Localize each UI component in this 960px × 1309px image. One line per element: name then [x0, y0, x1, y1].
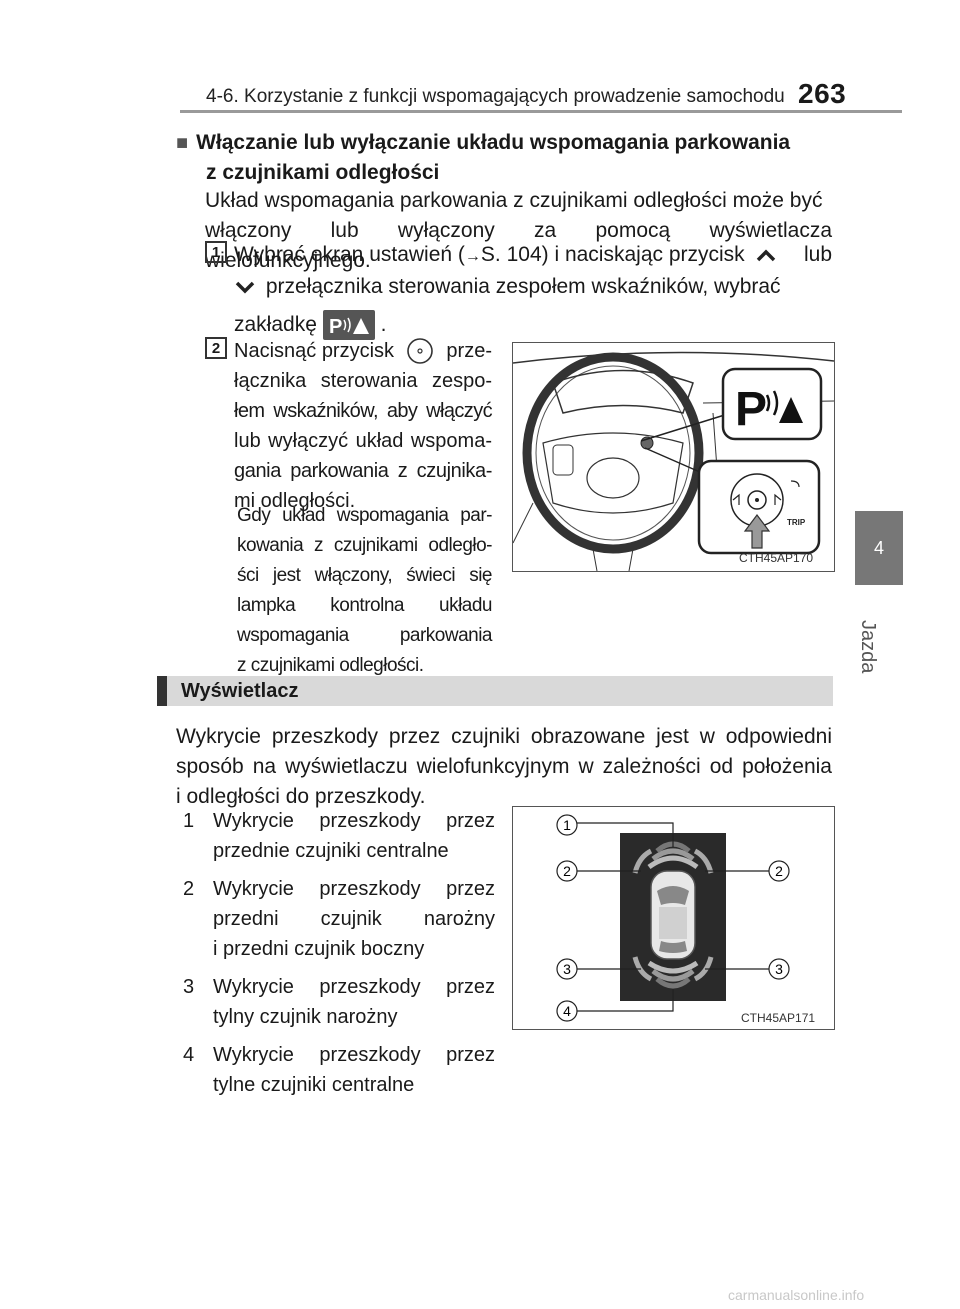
step-2-note: Gdy układ wspomagania par- kowania z czu… — [237, 505, 493, 676]
svg-text:4: 4 — [563, 1003, 571, 1019]
trip-label: TRIP — [787, 518, 806, 527]
chevron-up-icon — [756, 249, 775, 262]
figure1-p-label: P — [735, 383, 767, 436]
header-rule — [180, 110, 902, 113]
step-1-marker: 1 — [205, 241, 227, 263]
display-list: 1 Wykrycie przeszkody przez przednie czu… — [183, 806, 495, 1100]
callout-1: 1 — [556, 814, 578, 836]
chapter-tab: 4 — [855, 511, 903, 585]
section-heading-display: Wyświetlacz — [157, 676, 833, 706]
callout-4: 4 — [556, 1000, 578, 1022]
chapter-number: 4 — [873, 537, 884, 558]
running-header: 4-6. Korzystanie z funkcji wspomagającyc… — [206, 86, 785, 107]
watermark: carmanualsonline.info — [728, 1287, 865, 1303]
callout-2-left: 2 — [556, 860, 578, 882]
sensor-display-illustration: 1 2 2 3 3 4 — [556, 814, 790, 1022]
callout-3-left: 3 — [556, 958, 578, 980]
figure1-code: CTH45AP170 — [739, 551, 814, 565]
svg-text:P: P — [329, 316, 342, 338]
svg-text:2: 2 — [775, 863, 783, 879]
square-bullet-icon: ■ — [176, 132, 189, 154]
subsection-intro: Układ wspomagania parkowania z czujnikam… — [205, 189, 832, 272]
list-item: 1 Wykrycie przeszkody przez przednie czu… — [183, 810, 495, 862]
page-number: 263 — [798, 78, 847, 109]
callout-2-right: 2 — [768, 860, 790, 882]
chevron-down-icon — [235, 282, 255, 294]
steering-wheel-figure: P TRIP CTH45AP170 — [512, 342, 835, 572]
subsection-title: ■Włączanie lub wyłączanie układu wspomag… — [176, 131, 791, 184]
arrow-right-icon: → — [464, 248, 481, 265]
steering-wheel-illustration: P TRIP — [512, 351, 835, 572]
step-2-marker: 2 — [205, 337, 227, 359]
figure2-code: CTH45AP171 — [741, 1011, 816, 1025]
sensor-display-figure: 1 2 2 3 3 4 CTH45AP171 — [512, 806, 835, 1030]
display-intro: Wykrycie przeszkody przez czujniki obraz… — [176, 725, 832, 808]
step-1-text: Wybrać ekran ustawień (→S. 104) i nacisk… — [234, 240, 832, 341]
svg-text:2: 2 — [563, 863, 571, 879]
parking-sensor-tab-icon: P — [322, 310, 375, 341]
svg-text:3: 3 — [563, 961, 571, 977]
chapter-label: Jazda — [857, 620, 879, 674]
step-2-text: Nacisnąć przycisk prze- łącznika sterowa… — [234, 336, 493, 516]
svg-text:1: 1 — [563, 817, 571, 833]
ok-button-icon — [407, 338, 434, 364]
callout-3-right: 3 — [768, 958, 790, 980]
list-item: 3 Wykrycie przeszkody przez tylny czujni… — [183, 976, 495, 1028]
list-item: 2 Wykrycie przeszkody przez przedni czuj… — [183, 878, 495, 960]
list-item: 4 Wykrycie przeszkody przez tylne czujni… — [183, 1044, 495, 1096]
svg-text:3: 3 — [775, 961, 783, 977]
